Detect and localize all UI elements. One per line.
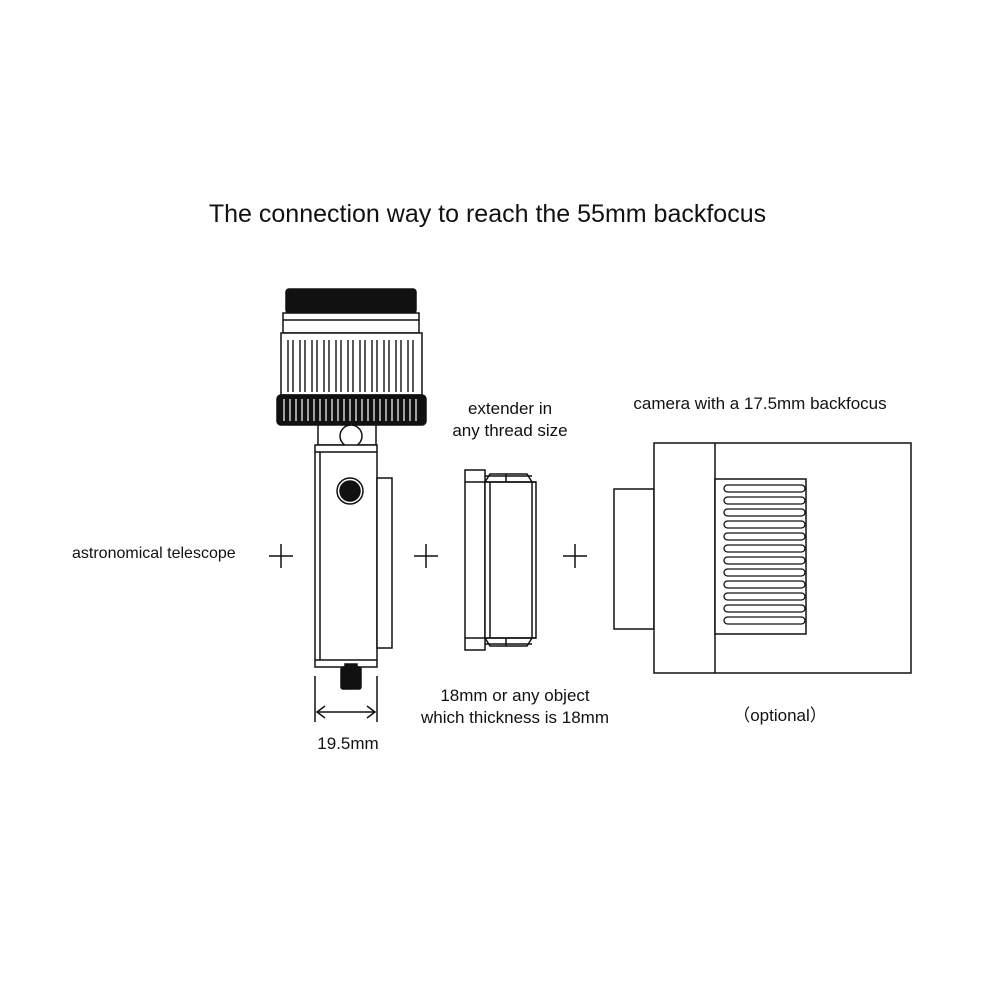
extender-thickness-line2: which thickness is 18mm [420,708,609,727]
telescope-label: astronomical telescope [72,545,236,562]
optional-label: （optional） [733,706,827,725]
camera-fins [723,484,806,625]
extender-label-line2: any thread size [452,421,568,440]
extender-thickness-line1: 18mm or any object [440,686,590,705]
plus-icon-1 [269,544,293,568]
extender-drawing [464,469,537,651]
plus-icon-3 [563,544,587,568]
telescope-drawing [276,288,427,690]
telescope-width-label: 19.5mm [317,734,379,753]
camera-label: camera with a 17.5mm backfocus [633,394,887,413]
grip-ribs [287,340,414,392]
diagram-title: The connection way to reach the 55mm bac… [208,200,767,228]
extender-label-line1: extender in [467,399,553,418]
width-dimension-marker [314,676,378,722]
camera-drawing [613,442,912,674]
plus-icon-2 [414,544,438,568]
